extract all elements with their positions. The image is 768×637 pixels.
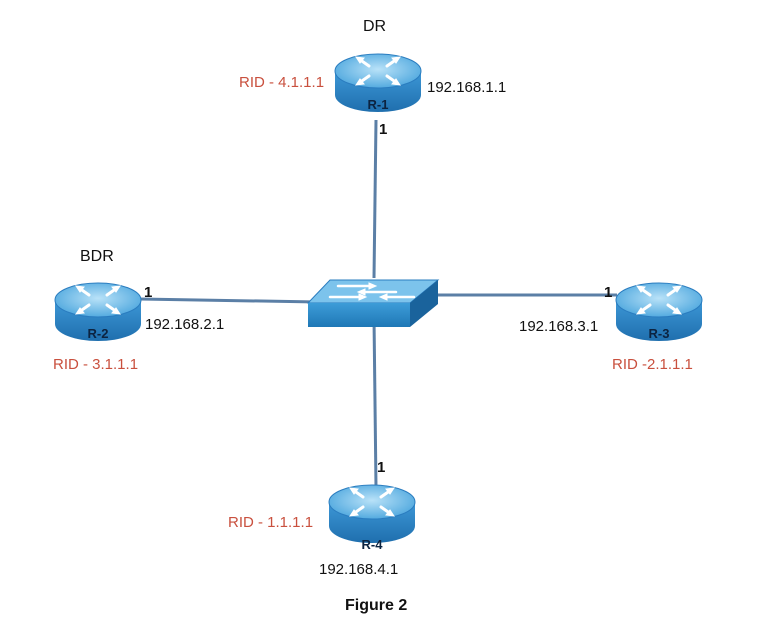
router-r1-port: 1 bbox=[379, 121, 388, 138]
router-r2-rid: RID - 3.1.1.1 bbox=[53, 356, 139, 373]
router-r4[interactable]: R-4 bbox=[327, 483, 417, 552]
figure-caption: Figure 2 bbox=[345, 597, 408, 614]
router-r3-rid: RID -2.1.1.1 bbox=[612, 356, 693, 373]
router-r1-rid: RID - 4.1.1.1 bbox=[239, 74, 325, 91]
router-r3-name: R-3 bbox=[649, 326, 670, 341]
router-r2-ip: 192.168.2.1 bbox=[145, 316, 225, 333]
router-r3-port: 1 bbox=[604, 284, 613, 301]
router-r3[interactable]: R-3 bbox=[614, 281, 704, 343]
router-r4-ip: 192.168.4.1 bbox=[319, 561, 399, 578]
router-r2-name: R-2 bbox=[88, 326, 109, 341]
router-r4-rid: RID - 1.1.1.1 bbox=[228, 514, 314, 531]
router-r1-role: DR bbox=[363, 18, 387, 35]
router-r2-role: BDR bbox=[80, 248, 114, 265]
router-r2-port: 1 bbox=[144, 284, 153, 301]
router-r2[interactable]: R-2 bbox=[53, 281, 143, 343]
router-r1-name: R-1 bbox=[368, 97, 389, 112]
router-r4-name: R-4 bbox=[362, 537, 384, 552]
switch-icon[interactable] bbox=[306, 279, 440, 327]
link-r1-switch bbox=[372, 119, 378, 279]
router-r1[interactable]: R-1 bbox=[333, 52, 423, 114]
link-r2-switch bbox=[139, 297, 319, 304]
router-r3-ip: 192.168.3.1 bbox=[519, 318, 599, 335]
router-r1-ip: 192.168.1.1 bbox=[427, 79, 507, 96]
link-r4-switch bbox=[372, 317, 378, 488]
router-r4-port: 1 bbox=[377, 459, 386, 476]
